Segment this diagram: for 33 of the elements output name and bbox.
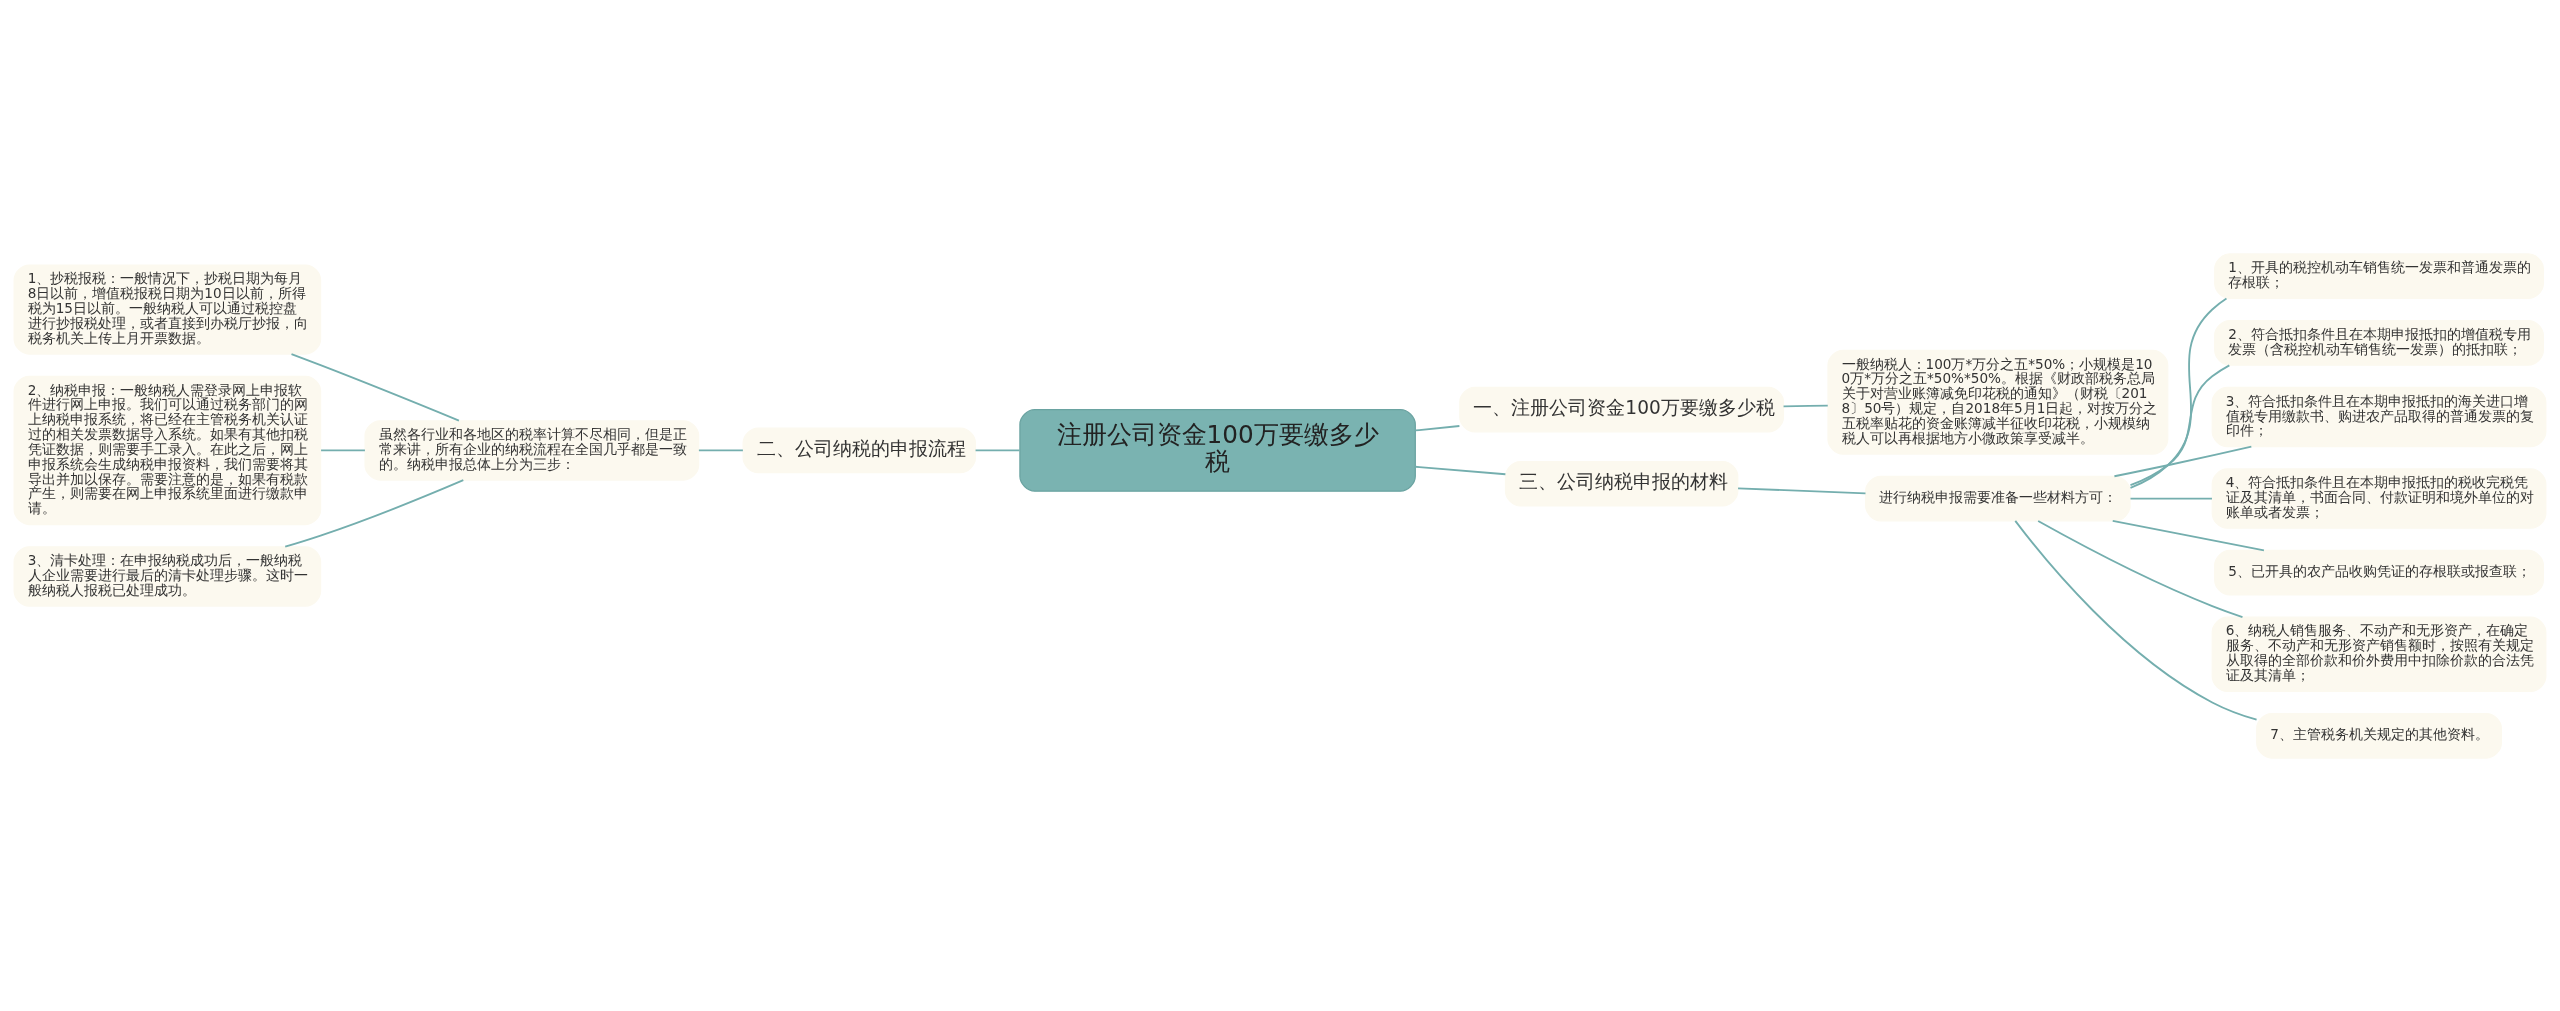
connector xyxy=(290,352,460,421)
connector xyxy=(320,448,366,451)
node-box: 6、纳税人销售服务、不动产和无形资产，在确定服务、不动产和无形资产销售额时，按照有关规定从取得的全部价款和价外费用中扣除价款的合法凭证及其清单； xyxy=(2211,616,2547,692)
connector xyxy=(1414,424,1461,431)
node-box: 2、符合抵扣条件且在本期申报抵扣的增值税专用发票（含税控机动车销售统一发票）的抵扣联； xyxy=(2214,319,2544,366)
connector xyxy=(698,448,744,451)
connector xyxy=(974,448,1021,451)
node-box: 三、公司纳税申报的材料 xyxy=(1504,460,1739,507)
node-box: 一般纳税人：100万*万分之五*50%；小规模是100万*万分之五*50%*50%。根据《财政部税务总局关于对营业账簿减免印花税的通知》（财税〔2018〕50号）规定，自2018年5月1日起，对按万分之五税率贴花的资金账簿减半征收印花税，小规模纳税人可以再根据地方小微政策享受减半。 xyxy=(1827,349,2169,455)
connector xyxy=(2129,297,2228,489)
node-box: 4、符合抵扣条件且在本期申报抵扣的税收完税凭证及其清单，书面合同、付款证明和境外单位的对账单或者发票； xyxy=(2211,467,2547,529)
node-box: 1、开具的税控机动车销售统一发票和普通发票的存根联； xyxy=(2214,252,2544,299)
node-box: 3、符合抵扣条件且在本期申报抵扣的海关进口增值税专用缴款书、购进农产品取得的普通发票的复印件； xyxy=(2211,386,2547,447)
connector xyxy=(1737,486,1867,494)
connector xyxy=(1414,465,1507,475)
connector xyxy=(2037,519,2244,618)
node-box: 注册公司资金100万要缴多少税 xyxy=(1019,408,1416,492)
connector xyxy=(2111,519,2265,551)
node-box: 2、纳税申报：一般纳税人需登录网上申报软件进行网上申报。我们可以通过税务部门的网上纳税申报系统，将已经在主管税务机关认证过的相关发票数据导入系统。如果有其他扣税凭证数据，则需要手工录入。在此之后，网上申报系统会生成纳税申报资料，我们需要将其导出并加以保存。需要注意的是，如果有税款产生，则需要在网上申报系统里面进行缴款申请。 xyxy=(13,375,322,525)
node-box: 1、抄税报税：一般情况下，抄税日期为每月8日以前，增值税报税日期为10日以前，所得税为15日以前。一般纳税人可以通过税控盘进行抄报税处理，或者直接到办税厅抄报，向税务机关上传上月开票数据。 xyxy=(13,263,322,355)
node-box: 3、清卡处理：在申报纳税成功后，一般纳税人企业需要进行最后的清卡处理步骤。这时一般纳税人报税已处理成功。 xyxy=(13,545,322,607)
node-box: 7、主管税务机关规定的其他资料。 xyxy=(2256,712,2502,759)
node-box: 一、注册公司资金100万要缴多少税 xyxy=(1459,386,1785,432)
connector xyxy=(1782,404,1829,407)
connector xyxy=(2113,445,2253,477)
connector xyxy=(2129,497,2213,499)
node-box: 虽然各行业和各地区的税率计算不尽相同，但是正常来讲，所有企业的纳税流程在全国几乎都是一致的。纳税申报总体上分为三步： xyxy=(364,419,700,481)
node-box: 5、已开具的农产品收购凭证的存根联或报查联； xyxy=(2214,549,2544,596)
node-box: 二、公司纳税的申报流程 xyxy=(742,427,977,473)
connector xyxy=(2129,363,2231,486)
node-box: 进行纳税申报需要准备一些材料方可： xyxy=(1865,475,2131,521)
connector xyxy=(2014,519,2258,721)
connector xyxy=(284,478,465,548)
